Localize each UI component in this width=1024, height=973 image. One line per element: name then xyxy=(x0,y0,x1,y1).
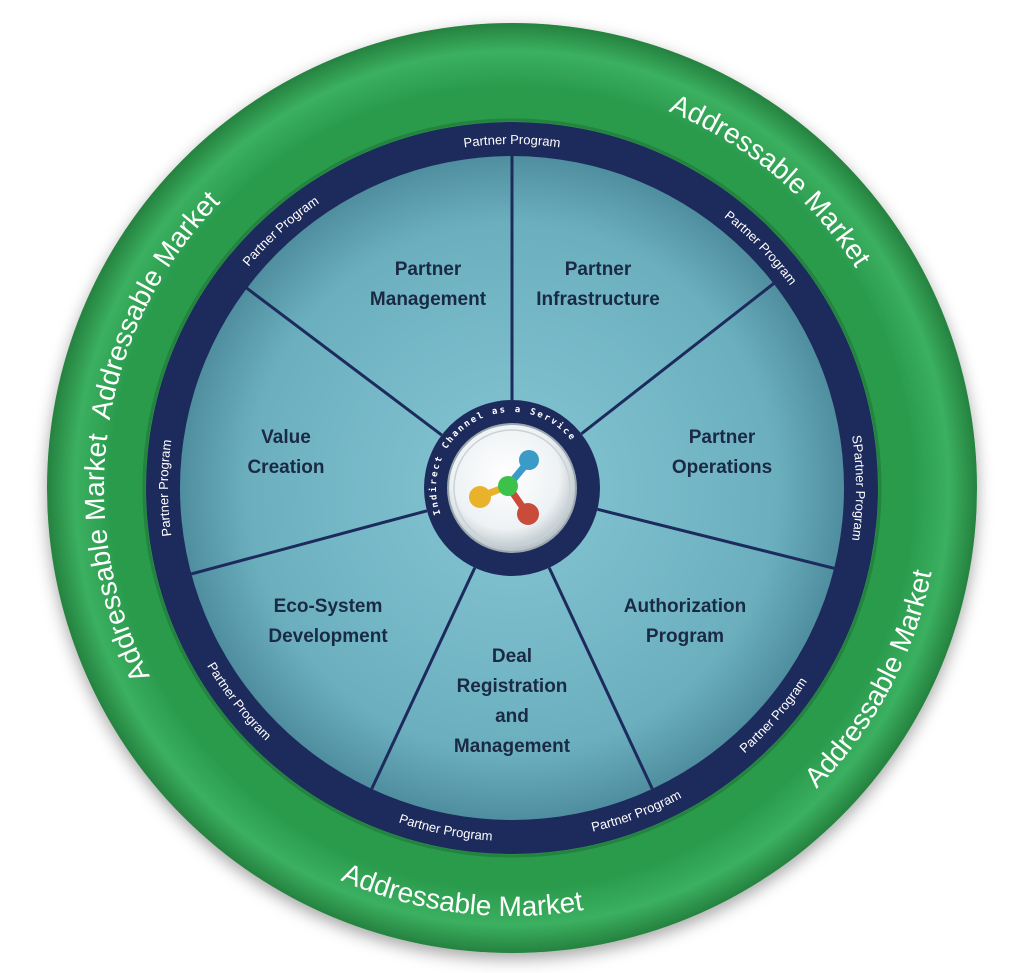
segment-divider xyxy=(547,567,654,790)
molecule-logo-icon xyxy=(469,450,539,525)
partner-program-label: SPartner Program xyxy=(849,434,868,542)
segment-divider xyxy=(190,509,428,576)
outer-ring-inner-edge xyxy=(142,118,882,858)
segment-dividers xyxy=(190,156,835,790)
segment-divider xyxy=(597,507,835,570)
hub: Indirect Channel as a Service xyxy=(424,400,600,576)
segment-divider xyxy=(580,282,775,436)
segment-divider xyxy=(245,286,443,437)
segment-divider xyxy=(370,567,477,790)
